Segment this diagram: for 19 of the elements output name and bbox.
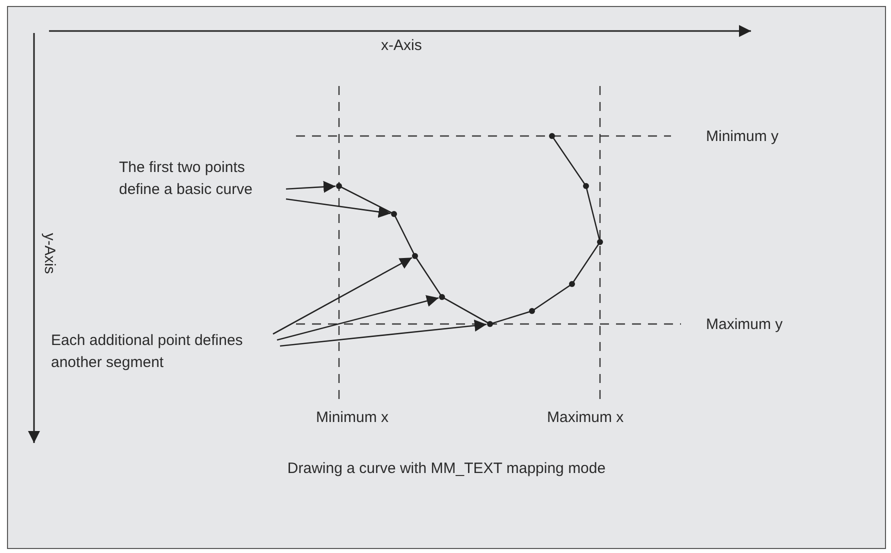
- leader-arrow: [272, 257, 412, 335]
- callout-text: Each additional point defines another segment: [51, 330, 281, 374]
- caption: Drawing a curve with MM_TEXT mapping mode: [286, 460, 607, 477]
- callout-text: The first two points define a basic curve: [119, 157, 287, 201]
- axis-label: Maximum x: [547, 409, 624, 427]
- curve-point: [391, 211, 397, 217]
- axis-label: Maximum y: [706, 316, 783, 334]
- leader-arrow: [276, 295, 439, 341]
- leader-arrow: [280, 320, 487, 347]
- axis-label: Minimum x: [316, 409, 389, 427]
- curve-point: [412, 253, 418, 259]
- axis-label: Minimum y: [706, 128, 779, 146]
- axis-label: x-Axis: [381, 37, 422, 55]
- curve-point: [336, 183, 342, 189]
- curve-point: [439, 294, 445, 300]
- leader-arrow: [286, 198, 391, 218]
- leader-arrow: [286, 180, 336, 193]
- axis-label: y-Axis: [40, 233, 58, 274]
- curve-point: [487, 321, 493, 327]
